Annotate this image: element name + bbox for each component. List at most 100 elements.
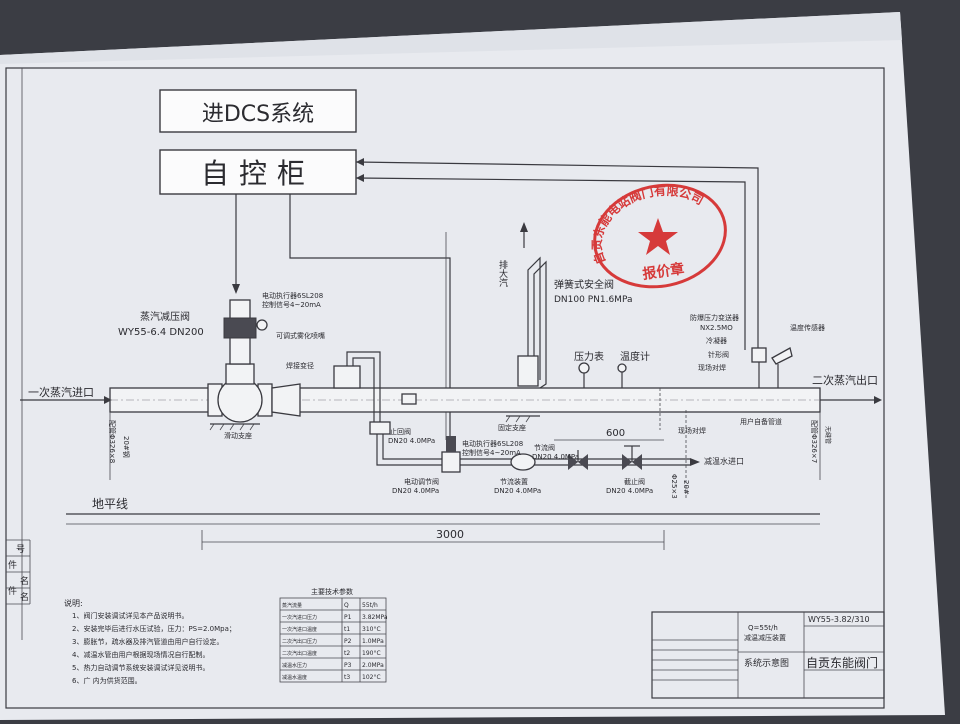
tech-table-cell: t3 [344, 674, 350, 681]
actuator-1-label: 电动执行器6SL208 [262, 291, 323, 300]
title-drawing-no: WY55-3.82/310 [808, 615, 870, 624]
pipe-left-spec: 配管Φ326×8 [108, 420, 117, 463]
margin-text-3: 名 [20, 575, 29, 587]
left-margin-table [6, 539, 31, 605]
inlet-label: 一次蒸汽进口 [28, 385, 94, 399]
throttle-device [510, 453, 536, 471]
sliding-support [209, 423, 260, 431]
steam-valve-model: WY55-6.4 DN200 [118, 327, 204, 338]
dim-3000-label: 3000 [436, 528, 464, 541]
margin-text-2: 件 [8, 559, 17, 571]
atomizer-nozzle [333, 351, 381, 425]
dcs-box [159, 89, 357, 133]
note-item: 6、广 内为供货范围。 [72, 676, 142, 685]
safety-valve-spec: DN100 PN1.6MPa [554, 295, 632, 305]
margin-text-5: 名 [20, 591, 29, 603]
tech-table-cell: 蒸汽流量 [282, 602, 302, 609]
dim-600-label: 600 [606, 428, 625, 439]
sliding-support-label: 滑动支座 [224, 431, 252, 440]
margin-text-1: 号 [16, 544, 25, 555]
signal-line-temp [355, 161, 759, 350]
stop-valve [622, 445, 642, 470]
electric-regulating-valve [441, 436, 461, 473]
pipe-right-material: 无缝管 [824, 426, 832, 444]
tech-table-cell: Q [344, 602, 349, 609]
tech-table-cell: 310°C [362, 626, 381, 633]
throttle-device-spec: DN20 4.0MPa [494, 487, 541, 495]
check-valve-label: 止回阀 [390, 427, 411, 436]
pressure-gauge-icon [578, 362, 590, 388]
note-item: 3、膨胀节，疏水器及排汽管道由用户自行设定。 [72, 637, 223, 646]
tech-table-cell: 190°C [362, 650, 381, 657]
check-valve-spec: DN20 4.0MPa [388, 437, 435, 445]
tech-table-cell: 3.82MPa [362, 614, 388, 621]
throttle-device-label: 节流装置 [500, 477, 528, 486]
tech-table-title: 主要技术参数 [311, 587, 353, 596]
fixed-support [505, 415, 540, 423]
transmitter-label: 防爆压力变送器 [690, 313, 739, 322]
tech-table-frame [279, 597, 387, 683]
tech-table-cell: 减温水压力 [282, 662, 307, 669]
transmitter-spec: NX2.5MO [700, 324, 733, 332]
dimension-3000 [201, 530, 665, 550]
stop-valve-spec: DN20 4.0MPa [606, 487, 653, 495]
title-company: 自贡东能阀门 [806, 655, 878, 670]
ground-line-label: 地平线 [92, 497, 128, 511]
note-item: 1、阀门安装调试详见本产品说明书。 [72, 611, 188, 620]
margin-text-4: 件 [8, 585, 17, 597]
water-pipe-material: 20# [682, 480, 690, 495]
stamp-label: 报价章 [641, 260, 685, 283]
signal-line-regulating [289, 194, 451, 440]
check-valve [369, 421, 391, 435]
welded-reducer [271, 383, 301, 417]
thermometer-icon [617, 363, 627, 388]
ground-line [66, 513, 820, 525]
note-item: 2、安装完毕后进行水压试验，压力：PS=2.0Mpa； [72, 624, 236, 633]
temperature-sensor-icon [771, 347, 793, 388]
pipe-left-material: 20#钢 [122, 436, 131, 458]
tech-table-cell: P1 [344, 614, 352, 621]
water-inlet-label: 减温水进口 [704, 456, 744, 466]
regulating-valve-spec: DN20 4.0MPa [392, 487, 439, 495]
actuator-2-signal: 控制信号4~20mA [462, 448, 521, 457]
pressure-transmitter-icon [751, 347, 767, 388]
needle-valve-label: 针形阀 [708, 350, 729, 359]
tech-table-cell: 55t/h [362, 602, 378, 609]
safety-valve-label: 弹簧式安全阀 [554, 278, 614, 291]
tech-table-cell: t1 [344, 626, 350, 633]
thermometer-label: 温度计 [620, 350, 650, 363]
steam-valve-label: 蒸汽减压阀 [140, 310, 190, 323]
title-block [651, 611, 885, 699]
steam-reducing-valve [207, 299, 273, 423]
tech-table-cell: 102°C [362, 674, 381, 681]
fixed-support-label: 固定支座 [498, 423, 526, 432]
tech-table-cell: P2 [344, 638, 352, 645]
exhaust-label: 排大汽 [497, 259, 508, 287]
notes-heading: 说明: [64, 598, 83, 608]
star-icon [638, 218, 678, 255]
note-item: 4、减温水管由用户根据现场情况自行配制。 [72, 650, 209, 659]
dcs-title: 进DCS系统 [202, 102, 314, 127]
title-diagram-name: 系统示意图 [744, 657, 789, 669]
pressure-gauge-label: 压力表 [574, 350, 604, 363]
cooler-label: 冷凝器 [706, 336, 727, 345]
stop-valve-label: 截止阀 [624, 477, 645, 486]
site-weld-1-label: 现场对焊 [698, 363, 726, 372]
throttle-valve-spec: DN20 4.0MPa [532, 453, 579, 461]
tech-table-cell: 一次汽进口压力 [282, 614, 317, 621]
tech-table-cell: t2 [344, 650, 350, 657]
control-cabinet-box [159, 149, 357, 195]
reducer-label: 焊接变径 [286, 361, 314, 370]
control-cabinet-title: 自控柜 [201, 157, 315, 190]
tech-table-cell: 二次汽出口压力 [282, 638, 317, 645]
outlet-label: 二次蒸汽出口 [812, 373, 878, 387]
throttle-valve [568, 450, 588, 470]
title-flow: Q=55t/h [748, 624, 778, 632]
site-weld-2-label: 现场对焊 [678, 426, 706, 435]
tech-table-cell: 减温水温度 [282, 674, 307, 681]
signal-line-pressure [355, 177, 746, 350]
temp-sensor-label: 温度传感器 [790, 323, 825, 332]
tech-table-cell: 二次汽出口温度 [282, 650, 317, 657]
